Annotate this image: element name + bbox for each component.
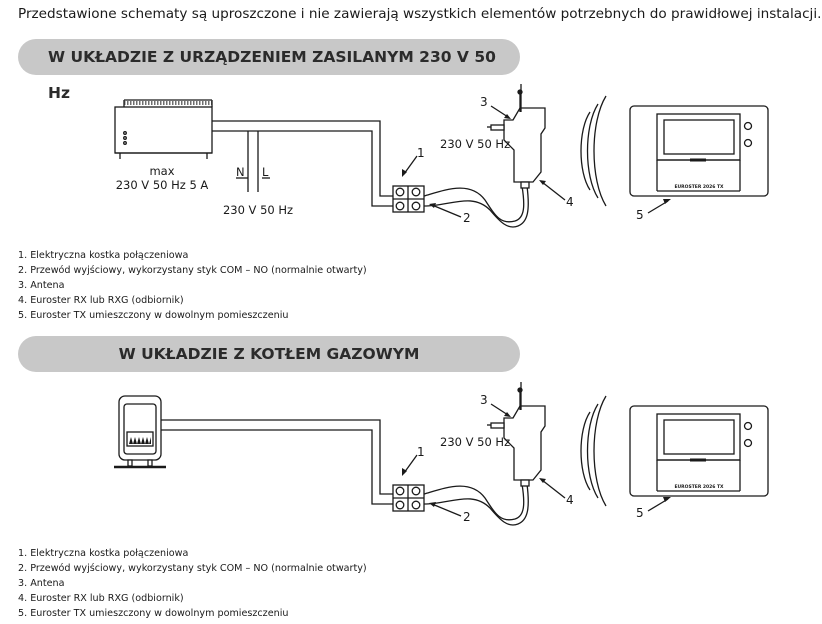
section-2-title: W UKŁADZIE Z KOTŁEM GAZOWYM <box>118 345 420 363</box>
section-1-title: W UKŁADZIE Z URZĄDZENIEM ZASILANYM 230 V… <box>48 48 496 102</box>
tx-brand-2: EUROSTER 2026 TX <box>674 484 724 490</box>
diagram-2 <box>114 382 769 526</box>
callout-1-b: 1 <box>417 445 425 459</box>
callout-5-b: 5 <box>636 506 644 520</box>
legend-1-item: 1. Elektryczna kostka połączeniowa <box>18 250 189 261</box>
receiver-rx-2 <box>487 382 546 487</box>
legend-2: 1. Elektryczna kostka połączeniowa 2. Pr… <box>18 546 367 621</box>
diagram-1 <box>114 84 769 228</box>
callout-2: 2 <box>463 211 471 225</box>
legend-1-item: 2. Przewód wyjściowy, wykorzystany styk … <box>18 265 367 276</box>
callout-1: 1 <box>417 146 425 160</box>
callout-2-b: 2 <box>463 510 471 524</box>
callout-4: 4 <box>566 195 574 209</box>
legend-2-item: 2. Przewód wyjściowy, wykorzystany styk … <box>18 563 367 574</box>
receiver-voltage-label: 230 V 50 Hz <box>440 137 510 151</box>
section-1-banner: W UKŁADZIE Z URZĄDZENIEM ZASILANYM 230 V… <box>18 39 520 102</box>
callout-4-b: 4 <box>566 493 574 507</box>
diagram-2-arrowheads <box>402 412 671 507</box>
thermostat-tx-2 <box>629 405 769 497</box>
heater-device <box>114 99 213 159</box>
legend-1-item: 5. Euroster TX umieszczony w dowolnym po… <box>18 310 289 321</box>
legend-1-item: 3. Antena <box>18 280 65 291</box>
legend-2-item: 3. Antena <box>18 578 65 589</box>
tx-brand-1: EUROSTER 2026 TX <box>674 184 724 190</box>
terminal-block-1 <box>392 185 425 213</box>
n-label: N <box>236 165 245 179</box>
mains-label: 230 V 50 Hz <box>223 203 293 217</box>
callout-3: 3 <box>480 95 488 109</box>
callout-3-b: 3 <box>480 393 488 407</box>
diagram-1-arrowheads <box>402 114 671 208</box>
legend-1-item: 4. Euroster RX lub RXG (odbiornik) <box>18 295 184 306</box>
intro-text: Przedstawione schematy są uproszczone i … <box>18 6 822 22</box>
thermostat-tx-1 <box>629 105 769 197</box>
receiver-rx-1 <box>487 84 546 189</box>
diagram-2-labels: 230 V 50 Hz 1 2 3 4 5 EUROSTER 2026 TX <box>417 393 724 524</box>
legend-2-item: 1. Elektryczna kostka połączeniowa <box>18 548 189 559</box>
callout-5: 5 <box>636 208 644 222</box>
terminal-block-2 <box>392 484 425 512</box>
diagram-1-labels: max 230 V 50 Hz 5 A N L 230 V 50 Hz 230 … <box>116 95 724 225</box>
legend-2-item: 4. Euroster RX lub RXG (odbiornik) <box>18 593 184 604</box>
section-2-banner: W UKŁADZIE Z KOTŁEM GAZOWYM <box>18 336 520 372</box>
legend-2-item: 5. Euroster TX umieszczony w dowolnym po… <box>18 608 289 619</box>
l-label: L <box>262 165 269 179</box>
legend-1: 1. Elektryczna kostka połączeniowa 2. Pr… <box>18 248 367 323</box>
device-label-max: max <box>149 164 174 178</box>
gas-boiler <box>114 395 166 469</box>
receiver-voltage-label-2: 230 V 50 Hz <box>440 435 510 449</box>
device-label-rating: 230 V 50 Hz 5 A <box>116 178 209 192</box>
